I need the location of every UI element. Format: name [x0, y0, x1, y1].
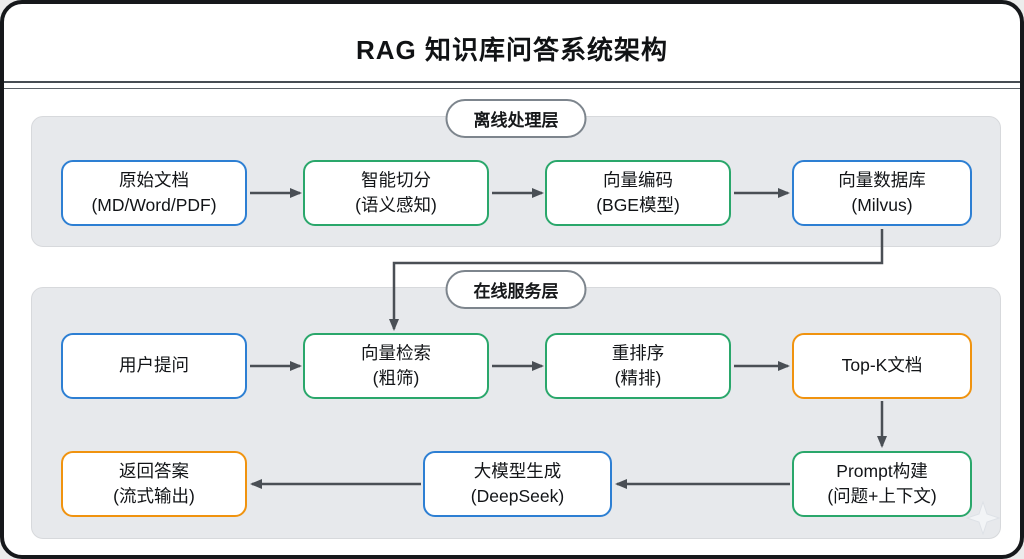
node-vector-search-label: 向量检索: [361, 343, 431, 364]
divider-line-bottom: [4, 88, 1020, 89]
node-raw-docs-sublabel: (MD/Word/PDF): [91, 195, 217, 215]
node-return-answer-sublabel: (流式输出): [113, 486, 195, 506]
node-raw-docs-label: 原始文档: [119, 170, 189, 191]
offline-section-label: 离线处理层: [445, 99, 587, 138]
node-llm-generate-label: 大模型生成: [473, 461, 562, 482]
node-vector-db: 向量数据库 (Milvus): [792, 160, 972, 226]
node-vector-search: 向量检索 (粗筛): [303, 333, 489, 399]
node-return-answer-label: 返回答案: [119, 461, 189, 482]
node-raw-docs: 原始文档 (MD/Word/PDF): [61, 160, 247, 226]
node-return-answer: 返回答案 (流式输出): [61, 451, 247, 517]
node-vector-db-label: 向量数据库: [838, 170, 926, 191]
online-section-label: 在线服务层: [445, 270, 587, 309]
node-smart-chunking: 智能切分 (语义感知): [303, 160, 489, 226]
node-vector-encoding: 向量编码 (BGE模型): [545, 160, 731, 226]
node-vector-encoding-label: 向量编码: [603, 170, 673, 191]
node-rerank-sublabel: (精排): [614, 368, 662, 388]
flow-arrows: [250, 188, 887, 489]
node-smart-chunking-sublabel: (语义感知): [355, 195, 437, 215]
node-user-query-label: 用户提问: [119, 354, 189, 375]
node-prompt-build: Prompt构建 (问题+上下文): [792, 451, 972, 517]
node-llm-generate: 大模型生成 (DeepSeek): [423, 451, 612, 517]
node-rerank: 重排序 (精排): [545, 333, 731, 399]
node-vector-search-sublabel: (粗筛): [372, 368, 420, 388]
sparkle-watermark-icon: [966, 501, 1000, 535]
arrow-vectordb-to-search: [389, 229, 884, 331]
node-user-query: 用户提问: [61, 333, 247, 399]
diagram-title: RAG 知识库问答系统架构: [355, 35, 668, 65]
divider-line-top: [4, 81, 1020, 83]
node-smart-chunking-label: 智能切分: [361, 170, 431, 191]
node-topk-docs-label: Top-K文档: [841, 354, 923, 375]
node-prompt-build-sublabel: (问题+上下文): [827, 486, 937, 506]
node-llm-generate-sublabel: (DeepSeek): [470, 486, 565, 506]
node-topk-docs: Top-K文档: [792, 333, 972, 399]
node-vector-encoding-sublabel: (BGE模型): [596, 195, 680, 215]
node-prompt-build-label: Prompt构建: [836, 461, 928, 482]
node-vector-db-sublabel: (Milvus): [851, 195, 913, 215]
node-rerank-label: 重排序: [611, 343, 665, 364]
